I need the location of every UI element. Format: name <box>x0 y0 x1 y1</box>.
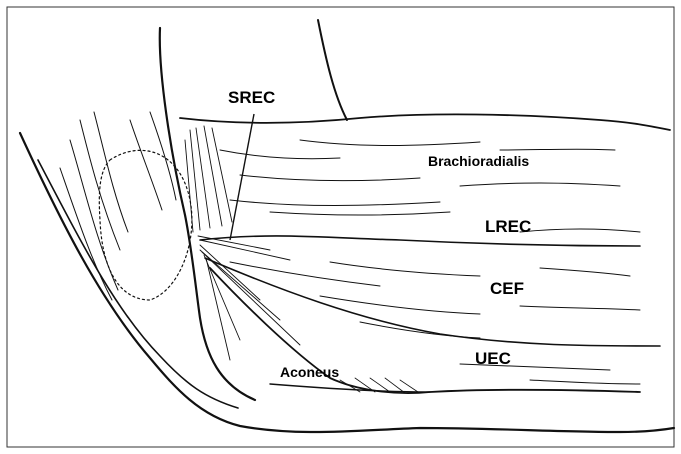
label-uec: UEC <box>475 349 511 368</box>
label-srec: SREC <box>228 88 275 107</box>
label-lrec: LREC <box>485 217 531 236</box>
label-brachioradialis: Brachioradialis <box>428 153 529 169</box>
figure-border <box>7 7 674 447</box>
label-cef: CEF <box>490 279 524 298</box>
label-aconeus: Aconeus <box>280 364 339 380</box>
